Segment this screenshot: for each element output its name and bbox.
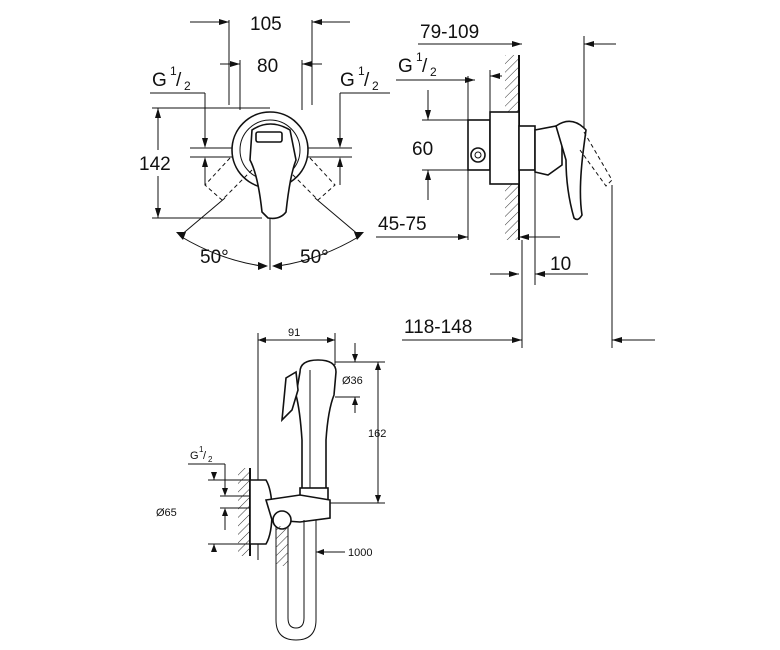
dim-depth-range: 79-109: [418, 22, 616, 135]
svg-text:/: /: [364, 70, 370, 91]
dim-depth-range-label: 79-109: [420, 22, 479, 43]
angle-right-label: 50°: [300, 247, 329, 268]
angle-left-label: 50°: [200, 247, 229, 268]
dim-plate-label: 10: [550, 254, 571, 275]
svg-text:2: 2: [184, 79, 191, 93]
side-view: 79-109 G 1 / 2 60: [376, 22, 655, 348]
dim-head-reach-label: 91: [288, 327, 300, 339]
dim-elbow-diameter: Ø65: [156, 472, 250, 552]
dim-inlet-spacing-label: 60: [412, 139, 433, 160]
dim-height: 142: [139, 107, 270, 219]
dim-head-diameter-label: Ø36: [342, 375, 363, 387]
dim-height-label: 142: [139, 154, 171, 175]
inlet-thread-side: G 1 / 2: [396, 50, 502, 240]
shower-trigger: [280, 370, 299, 423]
dim-total-range: 118-148: [402, 185, 655, 348]
shower-wall-section: [238, 468, 250, 556]
dim-hose-length-label: 1000: [348, 547, 372, 559]
dim-overall-width: 105: [190, 14, 350, 105]
inlet-thread-left: G 1 / 2: [150, 64, 208, 185]
dim-wall-offset: 45-75: [376, 214, 560, 240]
angle-left: 50°: [176, 197, 268, 270]
dim-head-diameter: Ø36: [335, 343, 385, 413]
dim-elbow-diameter-label: Ø65: [156, 507, 177, 519]
svg-text:/: /: [176, 70, 182, 91]
lever-handle: [249, 123, 297, 220]
dim-head-length-label: 162: [368, 428, 386, 440]
inlet-thread-shower: G 1 / 2: [188, 445, 250, 530]
dim-inner-width-label: 80: [257, 56, 278, 77]
front-view: 105 80 G 1 / 2 G 1 / 2: [139, 14, 390, 270]
svg-text:/: /: [203, 450, 207, 462]
dim-overall-width-label: 105: [250, 14, 282, 35]
hose: [276, 526, 288, 566]
svg-text:2: 2: [208, 455, 213, 464]
svg-text:/: /: [422, 56, 428, 77]
shower-view: 91 Ø36 162: [156, 327, 386, 641]
handle-swing-left: [204, 157, 253, 201]
handle-swing-right: [287, 157, 336, 201]
svg-text:G: G: [152, 70, 167, 91]
svg-text:2: 2: [372, 79, 379, 93]
escutcheon-side: [518, 125, 536, 171]
svg-text:1: 1: [170, 64, 177, 78]
svg-text:1: 1: [416, 50, 423, 64]
inlet-thread-right: G 1 / 2: [337, 64, 390, 185]
svg-text:1: 1: [358, 64, 365, 78]
dim-plate: 10: [490, 172, 588, 285]
dim-head-length: 162: [328, 362, 386, 504]
lever-side: [555, 120, 587, 221]
svg-text:1: 1: [199, 445, 204, 454]
dim-inlet-spacing: 60: [412, 90, 470, 200]
shower-head: [295, 359, 337, 491]
svg-text:G: G: [190, 450, 199, 462]
dim-wall-offset-label: 45-75: [378, 214, 427, 235]
mounting-block: [489, 111, 520, 185]
wall-elbow: [249, 479, 273, 545]
dim-inner-width: 80: [220, 56, 322, 110]
angle-right: 50°: [272, 197, 364, 270]
svg-text:2: 2: [430, 65, 437, 79]
svg-text:G: G: [398, 56, 413, 77]
dim-hose-length: 1000: [316, 547, 372, 559]
svg-text:G: G: [340, 70, 355, 91]
dim-total-range-label: 118-148: [404, 317, 472, 338]
